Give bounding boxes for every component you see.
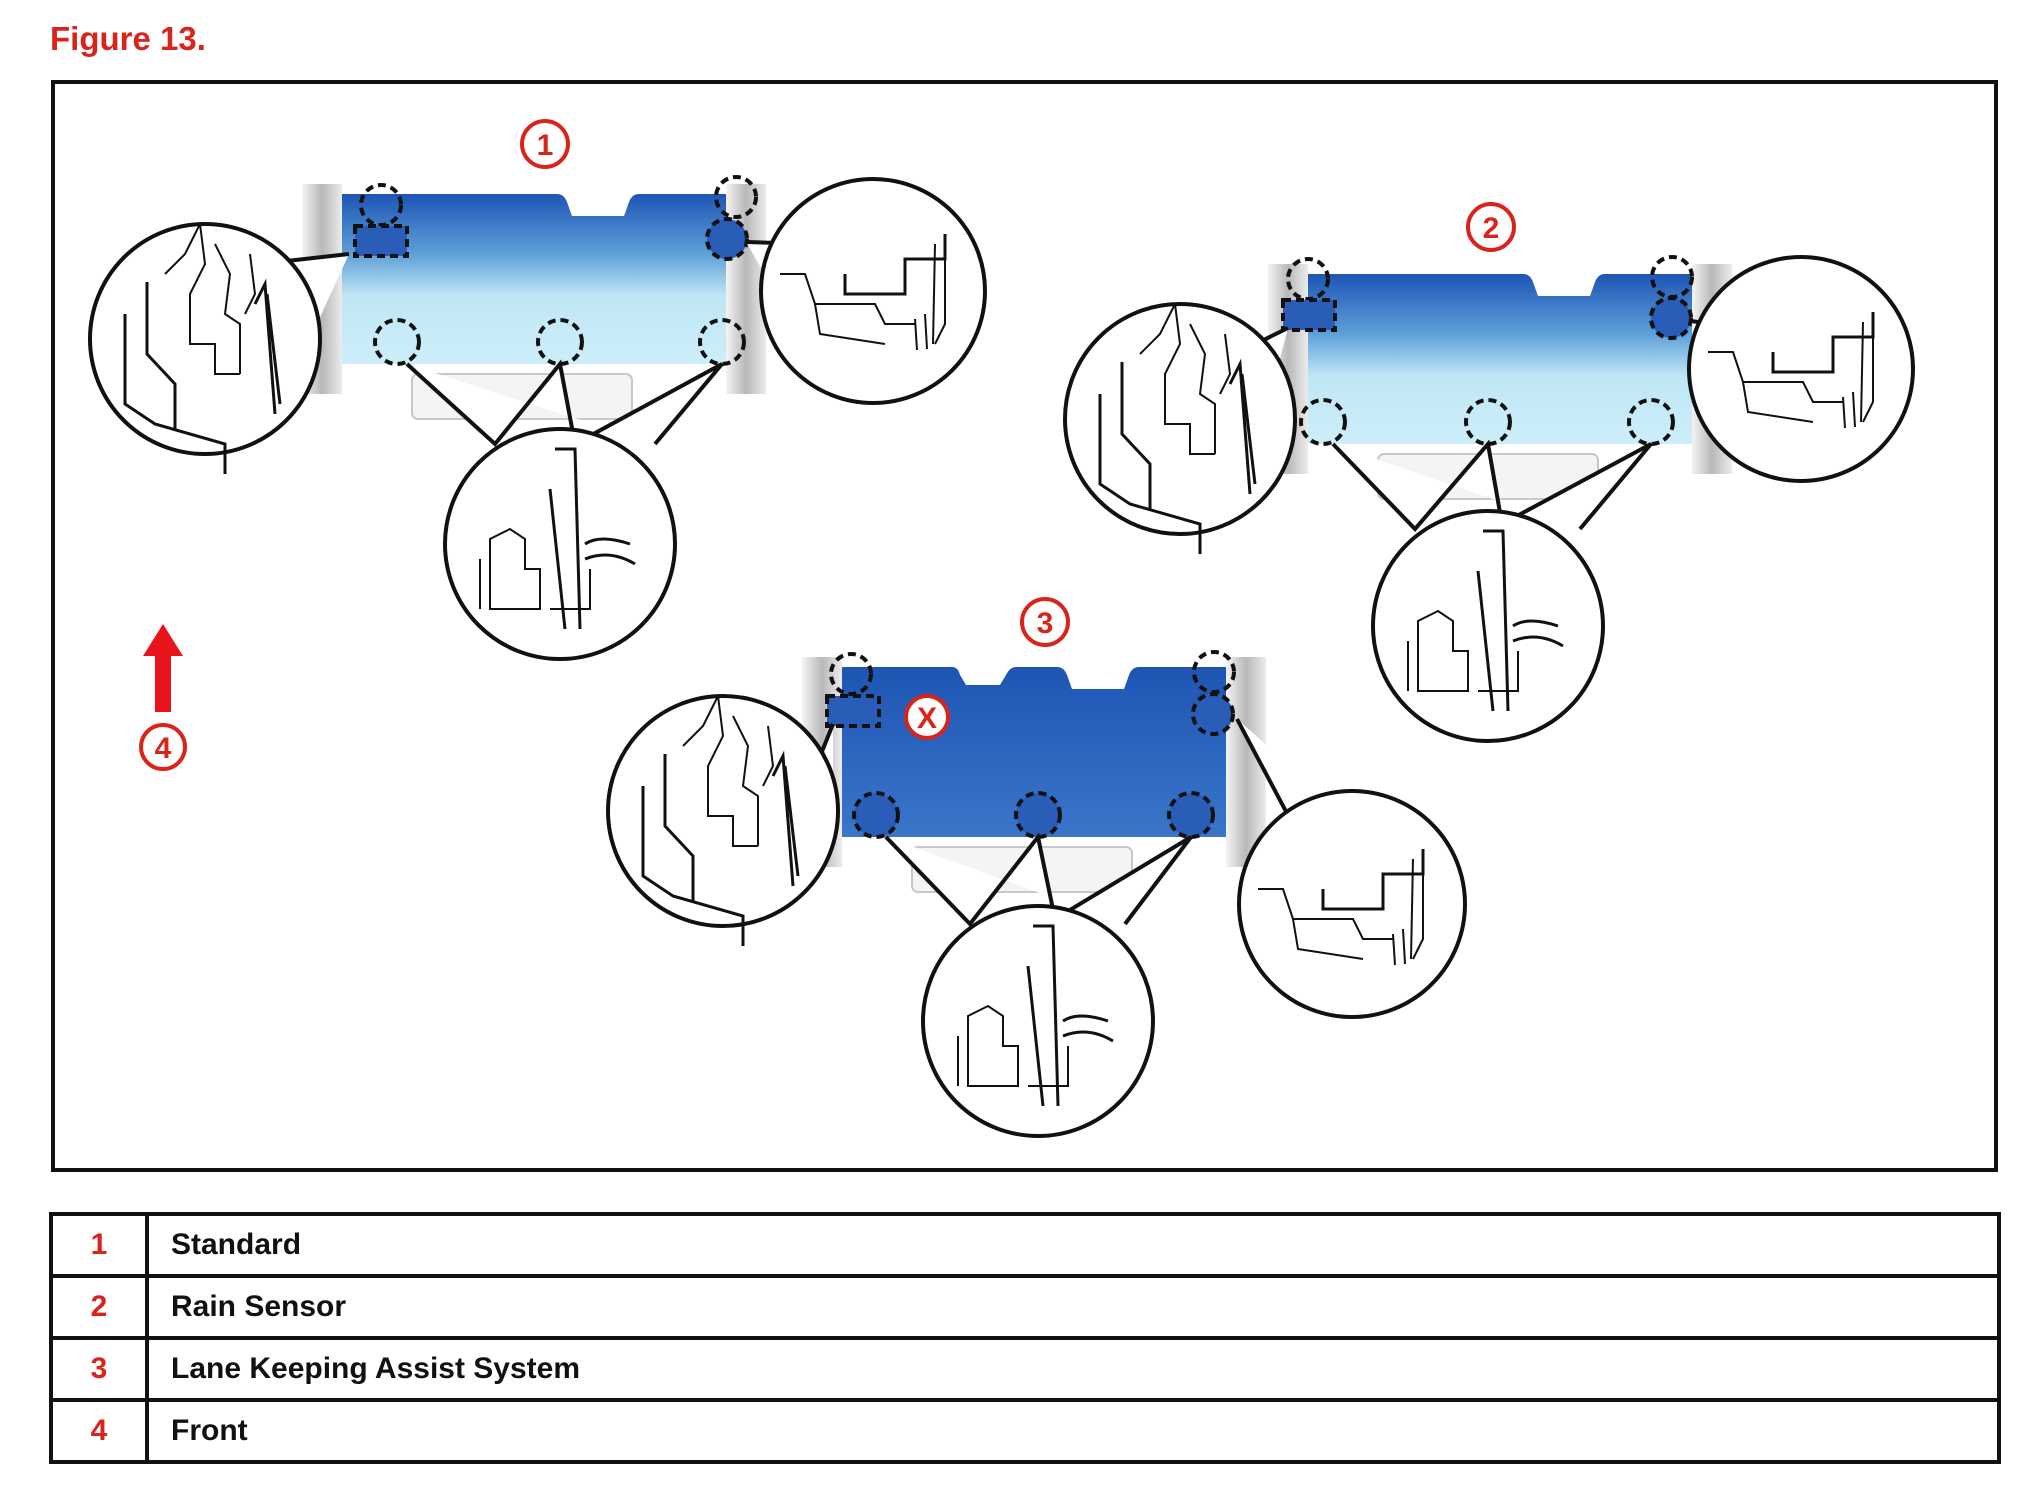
legend-number: 1 — [49, 1212, 149, 1278]
sensor-marker — [353, 224, 409, 258]
legend-label: Lane Keeping Assist System — [145, 1336, 2001, 1402]
clip-marker — [698, 318, 746, 366]
clip-marker — [373, 318, 421, 366]
callout-4: 4 — [155, 732, 172, 765]
clip-marker — [1191, 692, 1235, 736]
legend-row: 1 Standard — [49, 1212, 2001, 1278]
clip-marker — [536, 318, 584, 366]
callout-2: 2 — [1483, 212, 1500, 245]
clip-marker — [705, 217, 749, 261]
figure-title: Figure 13. — [50, 20, 206, 57]
clip-marker — [1464, 398, 1512, 446]
clip-marker — [714, 175, 758, 219]
legend-number: 2 — [49, 1274, 149, 1340]
excluded-marker: X — [917, 702, 937, 735]
legend-number: 4 — [49, 1398, 149, 1464]
legend-label: Rain Sensor — [145, 1274, 2001, 1340]
callout-3: 3 — [1037, 607, 1054, 640]
variant-lane-keeping: X 3 — [606, 597, 1467, 1138]
callout-1: 1 — [537, 129, 554, 162]
clip-marker — [1299, 398, 1347, 446]
clip-marker — [1627, 398, 1675, 446]
front-arrow: 4 — [139, 624, 187, 771]
clip-marker — [1649, 296, 1693, 340]
clip-marker — [1286, 257, 1330, 301]
legend-label: Standard — [145, 1212, 2001, 1278]
legend-number: 3 — [49, 1336, 149, 1402]
variant-rain-sensor: 2 — [1063, 202, 1915, 743]
clip-marker — [1014, 791, 1062, 839]
figure-illustration: 1 2 X — [51, 80, 1998, 1172]
legend-table: 1 Standard 2 Rain Sensor 3 Lane Keeping … — [49, 1212, 2001, 1464]
clip-marker — [852, 791, 900, 839]
legend-label: Front — [145, 1398, 2001, 1464]
sensor-marker — [825, 694, 881, 728]
clip-marker — [829, 652, 873, 696]
clip-marker — [1167, 791, 1215, 839]
legend-row: 4 Front — [49, 1398, 2001, 1464]
clip-marker — [1192, 650, 1236, 694]
legend-row: 3 Lane Keeping Assist System — [49, 1336, 2001, 1402]
variant-standard: 1 — [88, 119, 987, 661]
sensor-marker — [1281, 298, 1337, 332]
legend-row: 2 Rain Sensor — [49, 1274, 2001, 1340]
